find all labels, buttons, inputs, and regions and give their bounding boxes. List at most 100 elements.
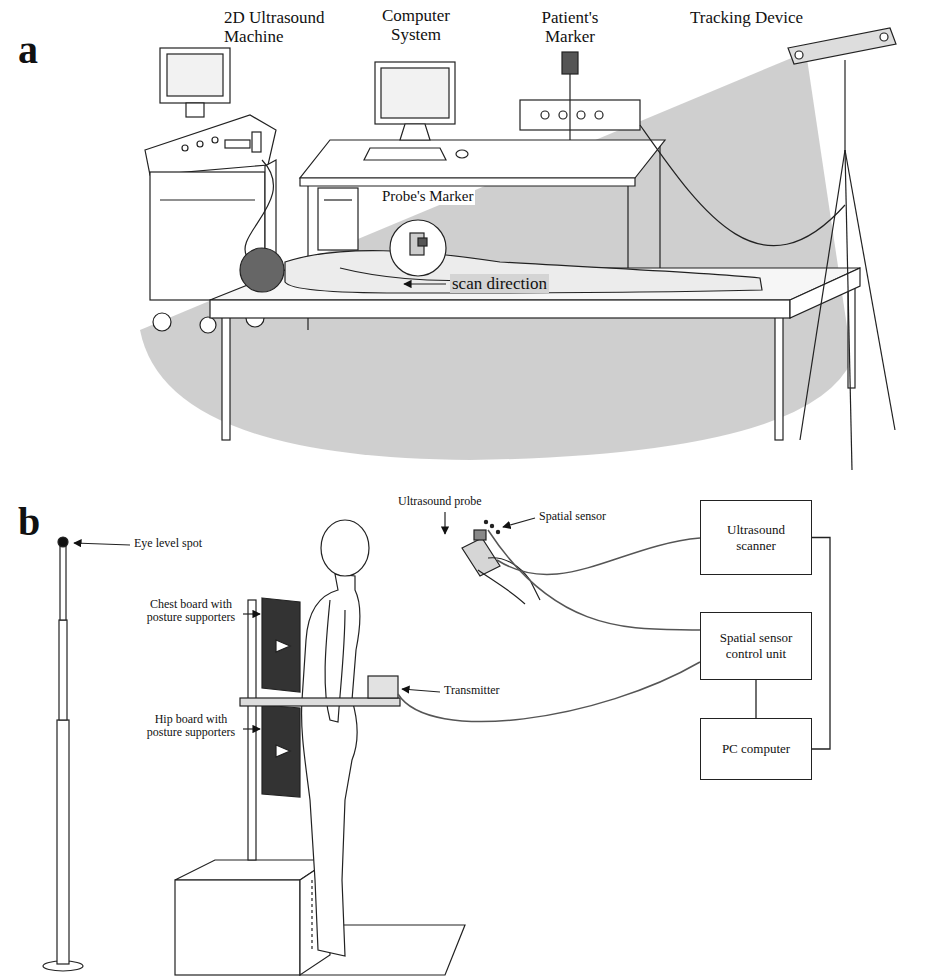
posture-stand: [276, 640, 290, 652]
computer-desk: [559, 111, 567, 119]
posture-stand: [276, 745, 290, 757]
tracking-device: [845, 150, 852, 470]
device-box: Spatial sensor control unit: [700, 612, 812, 680]
device-box: PC computer: [700, 718, 812, 780]
tracking-device: [880, 33, 888, 41]
computer-desk: [381, 68, 449, 118]
tracking-device: [800, 150, 845, 440]
computer-desk: [400, 124, 430, 140]
part-label: Eye level spot: [134, 537, 244, 550]
probe-marker-callout: [390, 220, 446, 284]
ultrasound-machine: [212, 137, 218, 143]
computer-desk: [300, 140, 665, 178]
part-label: 2D Ultrasound Machine: [224, 8, 352, 46]
lying-patient: [240, 248, 284, 292]
transmitter: [368, 676, 398, 698]
posture-stand: [243, 613, 260, 614]
bed: [222, 316, 230, 440]
ultrasound-probe: [478, 570, 525, 604]
computer-desk: [659, 145, 660, 285]
computer-desk: [324, 199, 352, 200]
tracking-device: [844, 60, 845, 150]
transmitter: [240, 676, 440, 706]
computer-desk: [520, 100, 640, 130]
connector-line: [812, 538, 830, 750]
ultrasound-probe: [484, 520, 487, 523]
tracking-view-cone: [140, 52, 852, 460]
tracking-device: [640, 125, 845, 246]
eye-level-pole: [59, 620, 67, 720]
posture-stand: [248, 600, 256, 860]
bed: [210, 268, 860, 440]
cable: [497, 538, 700, 574]
panel-letter: a: [18, 28, 58, 73]
ultrasound-machine: [197, 141, 203, 147]
computer-desk: [364, 148, 446, 160]
eye-level-pole: [60, 545, 66, 620]
transmitter: [240, 698, 400, 706]
ultrasound-probe: [490, 524, 493, 527]
ultrasound-machine: [252, 132, 261, 152]
part-label: Probe's Marker: [380, 188, 475, 205]
posture-stand: [262, 705, 300, 797]
patient-marker: [562, 52, 578, 140]
part-label: Ultrasound probe: [398, 495, 508, 508]
tracking-device: [795, 51, 803, 59]
computer-desk: [595, 111, 603, 119]
part-label: Hip board with posture supporters: [142, 713, 240, 740]
direction-label: scan direction: [450, 274, 549, 293]
standing-person: [311, 880, 312, 950]
panel-letter: b: [18, 500, 58, 545]
ultrasound-probe: [445, 512, 540, 604]
cable: [398, 662, 700, 722]
transmitter: [402, 689, 440, 692]
part-label: Patient's Marker: [530, 8, 610, 46]
patient-marker: [569, 74, 570, 140]
computer-desk: [456, 150, 468, 158]
box-label: Spatial sensor control unit: [719, 630, 793, 661]
ultrasound-probe: [462, 538, 500, 576]
eye-level-pole: [74, 543, 130, 545]
probe-marker-callout: [404, 283, 446, 284]
ultrasound-machine: [160, 48, 230, 103]
lying-patient: [285, 251, 762, 293]
device-box: Ultrasound scanner: [700, 500, 812, 575]
computer-desk: [541, 111, 549, 119]
part-label: Chest board with posture supporters: [142, 598, 240, 625]
tracking-device: [788, 28, 896, 64]
standing-person: [302, 520, 369, 956]
bed: [775, 316, 783, 440]
part-label: Spatial sensor: [539, 510, 639, 523]
ultrasound-machine: [200, 317, 216, 333]
ultrasound-probe: [503, 518, 535, 527]
eye-level-pole: [43, 537, 130, 971]
bed: [210, 300, 790, 318]
ultrasound-machine: [145, 115, 276, 175]
tracking-device: [845, 150, 895, 430]
ultrasound-machine: [225, 140, 250, 148]
cable: [488, 530, 700, 630]
computer-desk: [375, 62, 455, 124]
box-label: PC computer: [722, 741, 790, 757]
posture-stand: [175, 880, 300, 975]
eye-level-pole: [57, 720, 69, 964]
ultrasound-machine: [245, 160, 274, 258]
eye-level-pole: [58, 537, 68, 547]
cable: [398, 530, 700, 722]
ultrasound-probe: [496, 530, 499, 533]
box-label: Ultrasound scanner: [719, 522, 793, 553]
posture-stand: [262, 598, 300, 692]
patient-marker: [562, 52, 578, 74]
ultrasound-machine: [167, 54, 223, 96]
computer-desk: [318, 188, 358, 250]
standing-person: [302, 574, 360, 956]
probe-marker-callout: [418, 238, 427, 246]
ultrasound-machine: [182, 145, 188, 151]
connector-line: [755, 680, 756, 718]
ultrasound-machine: [160, 199, 255, 200]
computer-desk: [577, 111, 585, 119]
